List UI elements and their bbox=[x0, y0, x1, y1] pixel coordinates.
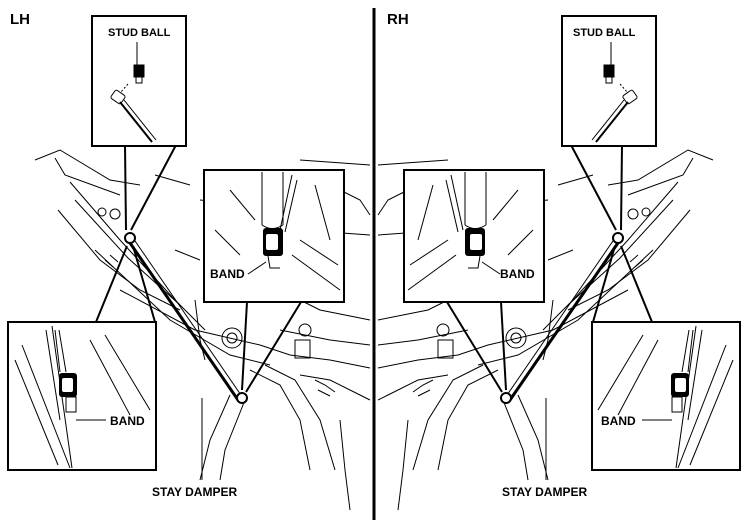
rh-side-label: RH bbox=[387, 11, 409, 28]
lh-stud-ball-label: STUD BALL bbox=[108, 27, 171, 39]
lh-side-label: LH bbox=[10, 11, 30, 28]
lh-band-lower-inset: BAND bbox=[7, 245, 157, 471]
lh-panel: LH bbox=[7, 11, 371, 511]
rh-panel: RH bbox=[377, 11, 741, 511]
lh-band-lower-label: BAND bbox=[110, 414, 145, 428]
rh-band-lower-label: BAND bbox=[601, 414, 636, 428]
rh-band-lower-inset: BAND bbox=[591, 245, 741, 471]
rh-band-upper-inset: BAND bbox=[403, 169, 545, 393]
lh-band-upper-label: BAND bbox=[210, 267, 245, 281]
lh-stud-ball-inset: STUD BALL bbox=[91, 15, 187, 231]
rh-stay-damper-label: STAY DAMPER bbox=[502, 485, 587, 499]
rh-stud-ball-inset: STUD BALL bbox=[561, 15, 657, 231]
lh-band-upper-inset: BAND bbox=[203, 169, 345, 393]
rh-band-upper-label: BAND bbox=[500, 267, 535, 281]
lh-vehicle-body bbox=[34, 149, 371, 511]
lh-stay-damper bbox=[124, 232, 248, 404]
rh-stud-ball-label: STUD BALL bbox=[573, 27, 636, 39]
rh-stay-damper bbox=[500, 232, 624, 404]
lh-stay-damper-label: STAY DAMPER bbox=[152, 485, 237, 499]
